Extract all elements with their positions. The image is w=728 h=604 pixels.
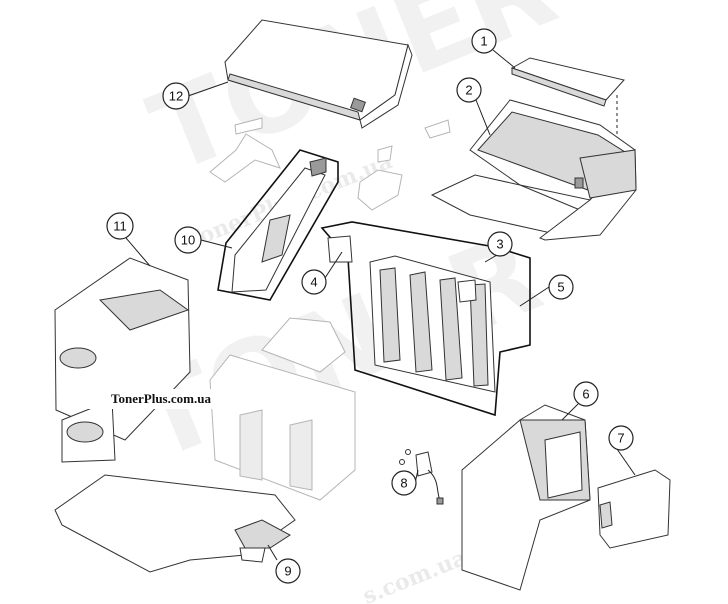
part-8-sensor: [399, 449, 444, 505]
callout-11-label: 11: [113, 219, 127, 234]
leader-lines: [125, 49, 636, 561]
callout-8: 8: [391, 470, 417, 496]
callout-7-label: 7: [617, 431, 624, 446]
part-1-small-cover: [510, 57, 625, 178]
watermark-domain-lower: s.com.ua: [359, 545, 470, 604]
callout-1-label: 1: [480, 34, 487, 49]
callout-4-label: 4: [310, 275, 317, 290]
callout-6-label: 6: [582, 387, 589, 402]
part-2-finisher-unit: [430, 99, 637, 241]
site-label: TonerPlus.com.ua: [62, 389, 260, 409]
callout-10: 10: [174, 226, 202, 254]
callout-12: 12: [162, 82, 190, 110]
callout-7: 7: [608, 425, 634, 451]
callout-3-label: 3: [496, 237, 503, 252]
ghost-bracket-parts: [209, 117, 451, 211]
part-10-actuator-assembly: [217, 149, 339, 301]
callout-9-label: 9: [284, 564, 291, 579]
part-7-door-panel: [597, 469, 671, 549]
callout-8-label: 8: [400, 476, 407, 491]
callout-11: 11: [106, 212, 134, 240]
callout-2: 2: [456, 77, 482, 103]
callout-12-label: 12: [169, 89, 183, 104]
callout-4: 4: [301, 269, 327, 295]
callout-5: 5: [548, 274, 574, 300]
part-9-output-tray: [54, 474, 296, 573]
callout-3: 3: [487, 231, 513, 257]
callout-10-label: 10: [181, 233, 195, 248]
callout-2-label: 2: [465, 83, 472, 98]
callout-6: 6: [573, 381, 599, 407]
part-12-top-cover: [224, 19, 413, 129]
callout-9: 9: [275, 558, 301, 584]
part-6-side-cover: [461, 404, 591, 591]
callout-1: 1: [471, 28, 497, 54]
part-3-chute-assembly: [320, 221, 531, 417]
callout-5-label: 5: [557, 280, 564, 295]
